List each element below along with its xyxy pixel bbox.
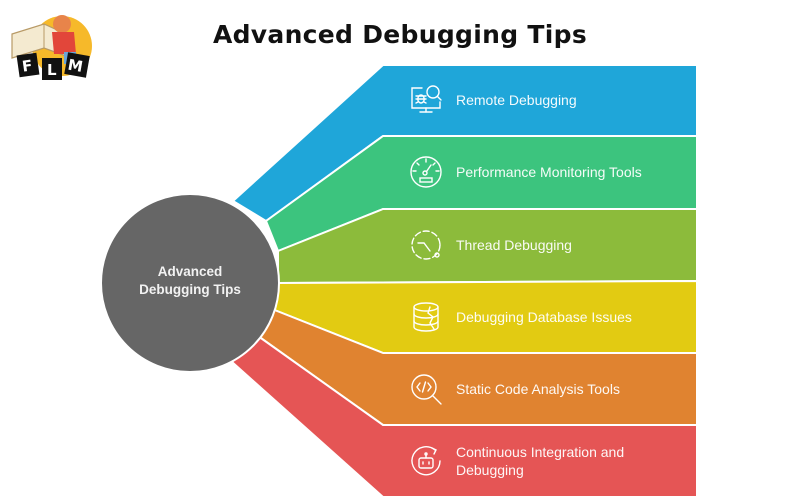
center-circle [100,193,280,373]
robot-refresh-icon [411,446,441,476]
item-label: Performance Monitoring Tools [456,164,642,180]
center-label: Advanced Debugging Tips [139,264,241,297]
item-database-issues[interactable]: Debugging Database Issues [408,299,698,335]
item-performance-monitoring[interactable]: Performance Monitoring Tools [408,154,698,190]
item-label: Remote Debugging [456,92,577,108]
svg-text:L: L [47,61,57,79]
item-label: Continuous Integration and Debugging [456,444,625,478]
item-remote-debugging[interactable]: Remote Debugging [408,82,698,118]
item-label: Debugging Database Issues [456,309,632,325]
flm-logo: F L M [11,15,92,80]
page-title: Advanced Debugging Tips [212,20,588,49]
item-label: Thread Debugging [456,237,572,253]
item-static-code-analysis[interactable]: Static Code Analysis Tools [408,371,698,407]
thread-cycle-icon [411,230,441,260]
database-broken-icon [413,302,439,332]
item-label: Static Code Analysis Tools [456,381,620,397]
item-continuous-integration[interactable]: Continuous Integration and Debugging [408,443,698,479]
item-thread-debugging[interactable]: Thread Debugging [408,227,698,263]
svg-text:F: F [21,56,34,75]
svg-text:M: M [66,56,84,76]
remote-debugging-monitor-icon [411,85,442,113]
speedometer-icon [410,156,442,188]
code-search-icon [411,374,442,405]
